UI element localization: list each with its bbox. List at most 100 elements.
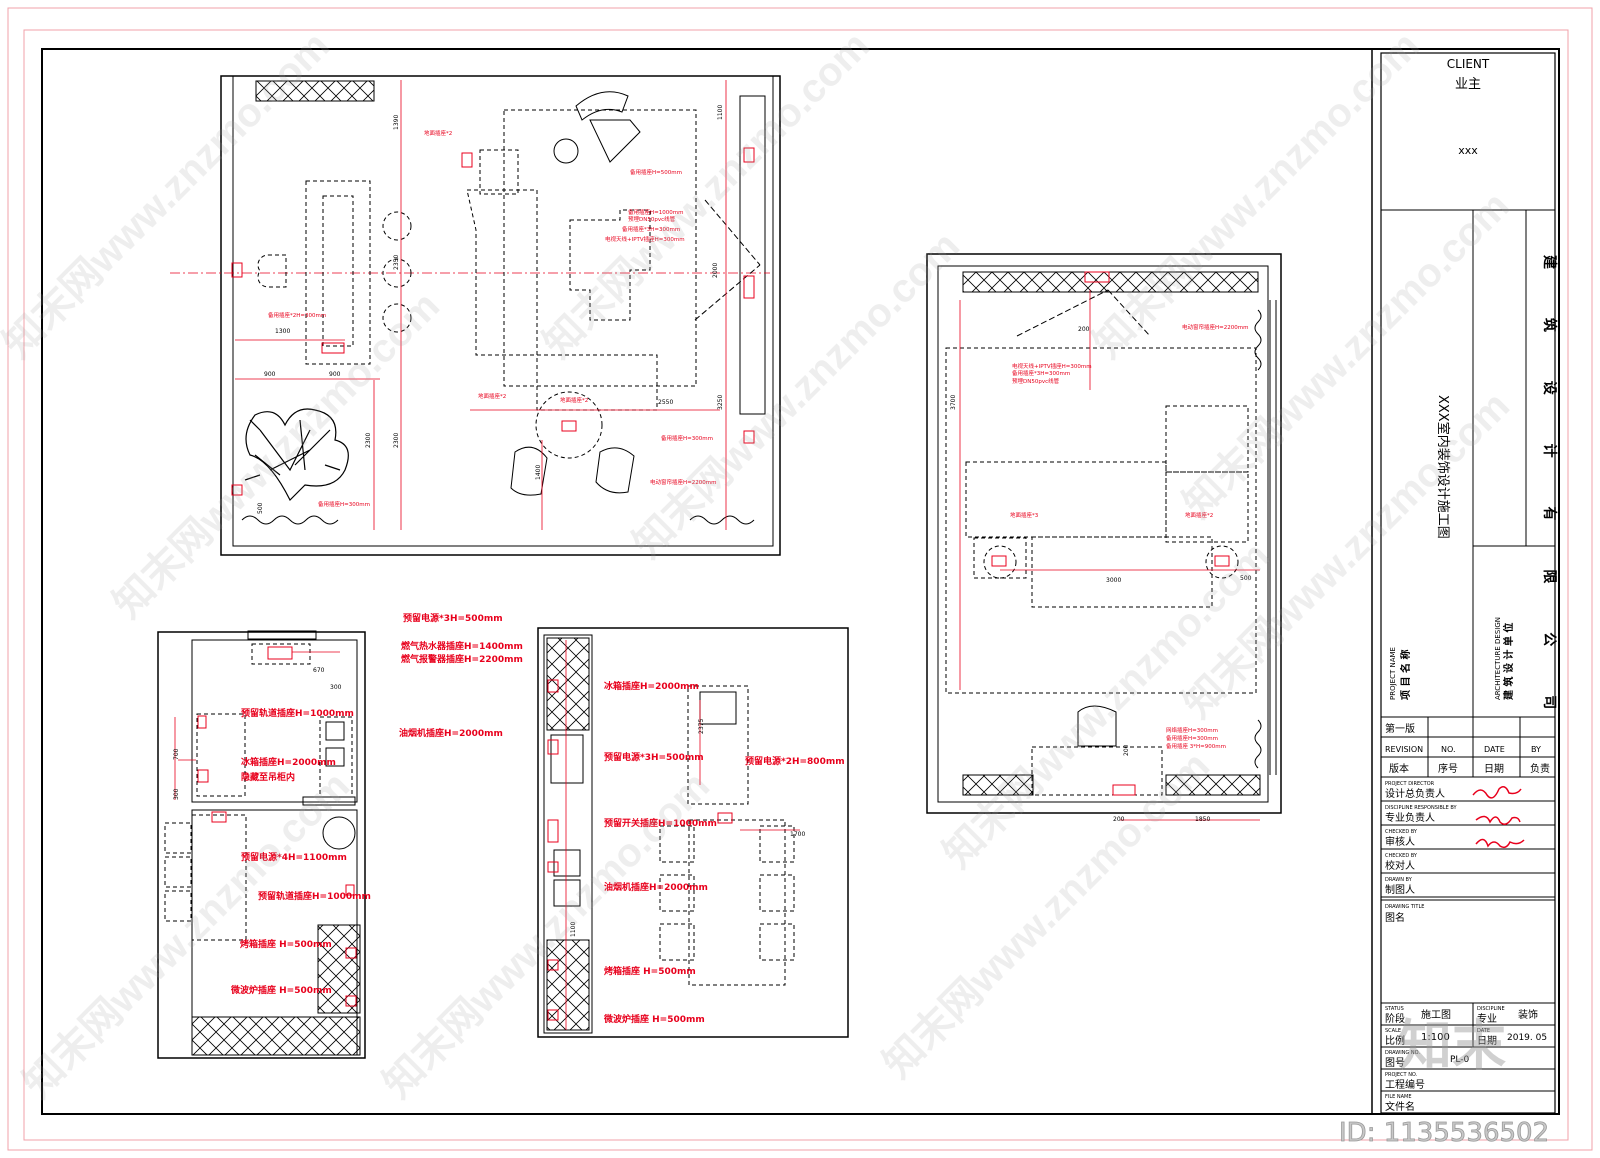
living-label: 电动窗帘插座H=2200mm: [650, 478, 716, 486]
kitchen-a-dim: 700: [173, 748, 180, 760]
bedroom-dim: 3000: [1106, 577, 1121, 584]
watermark-group: 知末网www.znzmo.com知末网www.znzmo.com知末网www.z…: [0, 24, 1518, 1107]
kitchen-plan-b: 冰箱插座H=2000mm 预留电源*3H=500mm 预留开关插座H=1000mm 油…: [537, 627, 849, 1038]
kitchen-b-label: 微波炉插座 H=500mm: [603, 1013, 705, 1025]
watermark-text: 知末网www.znzmo.com: [625, 224, 968, 567]
kitchen-b-label: 预留电源*3H=500mm: [604, 751, 704, 763]
bedroom-dim: 200: [1078, 326, 1090, 333]
living-label: 备用插座H=1000mm: [628, 208, 683, 216]
signature-2: [1475, 815, 1521, 825]
living-dim: 500: [257, 502, 264, 514]
kitchen-a-label: 预留电源*4H=1100mm: [241, 851, 347, 863]
living-sockets: [231, 147, 755, 496]
plant-tree: [244, 408, 349, 502]
rev-h-1: NO.: [1441, 745, 1456, 754]
signature-1: [1472, 786, 1522, 799]
living-dim: 1400: [535, 465, 542, 480]
project-name-en: PROJECT NAME: [1389, 647, 1397, 700]
signature-3: [1475, 838, 1525, 849]
kitchen-b-label: 冰箱插座H=2000mm: [604, 680, 699, 692]
rev-cn-0: 版本: [1389, 762, 1409, 775]
role-en: DRAWN BY: [1385, 877, 1413, 883]
bedroom-dim: 1850: [1195, 816, 1210, 823]
kitchen-a-label: 预留轨道插座H=1000mm: [241, 707, 354, 719]
living-labels: 地面插座*2 备用插座H=500mm 备用插座H=1000mm预埋DN50pvc线管…: [257, 105, 724, 514]
discipline-en: DISCIPLINE: [1477, 1006, 1505, 1012]
bedroom-dim: 500: [1240, 575, 1252, 582]
living-dim: 1300: [275, 328, 290, 335]
bedroom-dim: 3700: [950, 395, 957, 410]
living-dim: 900: [264, 371, 276, 378]
status-value: 施工图: [1421, 1008, 1451, 1021]
kitchen-a-labels: 预留电源*3H=500mm燃气热水器插座H=1400mm燃气报警器插座H=220…: [173, 612, 523, 996]
living-dim: 1100: [717, 105, 724, 120]
role-en: CHECKED BY: [1385, 853, 1418, 859]
outer-frame: [7, 7, 1593, 1151]
bedroom-dim: 200: [1123, 744, 1130, 756]
bedroom-label: 地面插座*2: [1185, 511, 1213, 519]
living-label: 地面插座*2: [560, 396, 588, 404]
rev-h-3: BY: [1531, 745, 1541, 754]
status-cn: 阶段: [1385, 1012, 1405, 1025]
living-label: 备用插座*2H=300mm: [268, 311, 326, 319]
watermark-id: ID: 1135536502: [1339, 1118, 1549, 1148]
kitchen-a-label: 燃气报警器插座H=2200mm: [401, 653, 523, 665]
main-border: [41, 48, 1560, 1115]
project-no-cn: 工程编号: [1385, 1078, 1425, 1091]
architecture-design-cn: 建 筑 设 计 单 位: [1502, 623, 1515, 701]
client-cn: 业主: [1455, 77, 1481, 92]
living-label: 地面插座*2: [424, 129, 452, 137]
role-en: PROJECT DIRECTOR: [1385, 781, 1435, 787]
kitchen-a-label: 烤箱插座 H=500mm: [240, 938, 332, 950]
living-dim: 2300: [393, 433, 400, 448]
kitchen-a-dim: 670: [313, 667, 325, 674]
kitchen-b-label: 油烟机插座H=2000mm: [604, 881, 708, 893]
living-dims: [235, 80, 727, 530]
bedroom-label: 地面插座*3: [1010, 511, 1039, 519]
kitchen-a-label: 预留电源*3H=500mm: [403, 612, 503, 624]
living-label: 备用插座H=300mm: [318, 500, 370, 508]
kitchen-b-label: 烤箱插座 H=500mm: [604, 965, 696, 977]
role-en: CHECKED BY: [1385, 829, 1418, 835]
rev-h-2: DATE: [1484, 745, 1505, 754]
kitchen-b-label: 预留电源*2H=800mm: [745, 755, 845, 767]
client-value: xxx: [1458, 144, 1478, 157]
living-dim: 2300: [365, 433, 372, 448]
bedroom-plan: 电动窗帘插座H=2200mm电视天线+IPTV插座H=300mm备用插座*3H=…: [926, 253, 1282, 823]
role-cn: 设计总负责人: [1385, 787, 1445, 800]
kitchen-a-label: 微波炉插座 H=500mm: [230, 984, 332, 996]
role-cn: 校对人: [1385, 859, 1415, 872]
kitchen-b-dim: 1700: [790, 831, 805, 838]
bedroom-dim: 200: [1113, 816, 1125, 823]
bedroom-label: 预埋DN50pvc线管: [1012, 377, 1060, 385]
kitchen-a-label: 隐藏至吊柜内: [241, 771, 295, 783]
client-en: CLIENT: [1447, 57, 1490, 71]
living-room-plan: 地面插座*2 备用插座H=500mm 备用插座H=1000mm预埋DN50pvc线管…: [170, 75, 781, 556]
rev-h-0: REVISION: [1385, 745, 1423, 754]
kitchen-b-labels: 冰箱插座H=2000mm 预留电源*3H=500mm 预留开关插座H=1000mm 油…: [570, 680, 845, 1025]
kitchen-b-label: 预留开关插座H=1000mm: [604, 817, 717, 829]
kitchen-a-label: 预留轨道插座H=1000mm: [258, 890, 371, 902]
living-label: 备用插座H=500mm: [630, 168, 682, 176]
rev-cn-2: 日期: [1484, 763, 1504, 775]
rev-cn-1: 序号: [1438, 762, 1458, 775]
wardrobe-hatch-top: [962, 271, 1259, 293]
drawing-title-en: DRAWING TITLE: [1385, 904, 1424, 910]
watermark-text: 知末网www.znzmo.com: [535, 24, 878, 367]
bedroom-label: 电动窗帘插座H=2200mm: [1182, 323, 1248, 331]
role-cn: 制图人: [1385, 883, 1415, 896]
date-cn: 日期: [1477, 1035, 1497, 1047]
living-label: 预埋DN50pvc线管: [628, 215, 676, 223]
project-no-en: PROJECT NO.: [1385, 1072, 1418, 1078]
kitchen-plan-a: 预留电源*3H=500mm燃气热水器插座H=1400mm燃气报警器插座H=220…: [157, 612, 523, 1059]
drawing-title-cn: 图名: [1385, 911, 1405, 924]
role-en: DISCIPLINE RESPONSIBLE BY: [1385, 805, 1457, 811]
kitchen-a-dim: 300: [330, 684, 342, 691]
watermark-text: 知末网www.znzmo.com: [105, 284, 448, 627]
rev-cn-3: 负责: [1530, 762, 1550, 775]
discipline-cn: 专业: [1477, 1012, 1497, 1025]
bedroom-label: 网络插座H=300mm: [1166, 726, 1218, 734]
living-dim: 2350: [393, 255, 400, 270]
living-dim: 3250: [717, 395, 724, 410]
